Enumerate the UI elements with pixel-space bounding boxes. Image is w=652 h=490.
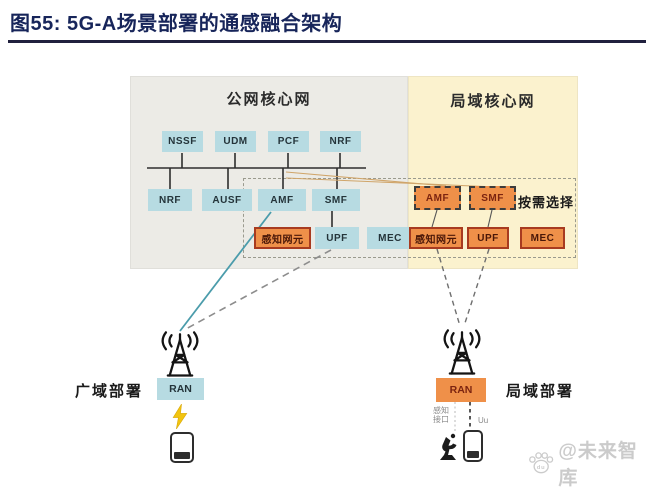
local-core-title: 局域核心网 (450, 93, 536, 110)
antenna-icon (161, 331, 199, 377)
nf-box-sensing-public: 感知网元 (254, 227, 311, 249)
nf-box-nrf-top: NRF (320, 131, 361, 152)
uu-interface-label: Uu (478, 416, 489, 425)
sensing-interface-label: 感知接口 (433, 406, 449, 424)
nf-box-amf: AMF (258, 189, 306, 211)
phone-icon-wide (170, 432, 194, 463)
svg-text:du: du (537, 465, 546, 471)
nf-box-nssf: NSSF (162, 131, 203, 152)
nf-box-udm: UDM (215, 131, 256, 152)
watermark: du @未来智库 (528, 436, 652, 490)
phone-icon-local (463, 430, 483, 462)
paw-icon: du (529, 452, 554, 474)
local-deployment-label: 局域部署 (506, 383, 575, 400)
nf-box-mec-local: MEC (520, 227, 565, 249)
nf-box-ausf: AUSF (202, 189, 252, 211)
antenna-icon (443, 329, 481, 375)
nf-box-mec-public: MEC (367, 227, 413, 249)
lightning-icon (172, 404, 188, 429)
nf-box-smf: SMF (312, 189, 360, 211)
public-core-title: 公网核心网 (226, 91, 312, 108)
on-demand-label: 按需选择 (518, 195, 575, 210)
ran-box-local: RAN (436, 378, 486, 402)
figure-page: { "figure": { "title": "图55: 5G-A场景部署的通感… (8, 13, 646, 489)
watermark-text: @未来智库 (558, 441, 638, 489)
figure-title: 图55: 5G-A场景部署的通感融合架构 (10, 13, 343, 35)
robot-arm-icon (440, 433, 457, 460)
wide-deployment-label: 广域部署 (75, 383, 144, 400)
nf-box-upf-public: UPF (315, 227, 359, 249)
nf-box-smf-local: SMF (469, 186, 516, 210)
title-underline (8, 40, 646, 43)
nf-box-amf-local: AMF (414, 186, 461, 210)
nf-box-nrf: NRF (148, 189, 192, 211)
nf-box-sensing-local: 感知网元 (409, 227, 463, 249)
nf-box-pcf: PCF (268, 131, 309, 152)
nf-box-upf-local: UPF (467, 227, 509, 249)
ran-box-wide: RAN (157, 378, 204, 400)
